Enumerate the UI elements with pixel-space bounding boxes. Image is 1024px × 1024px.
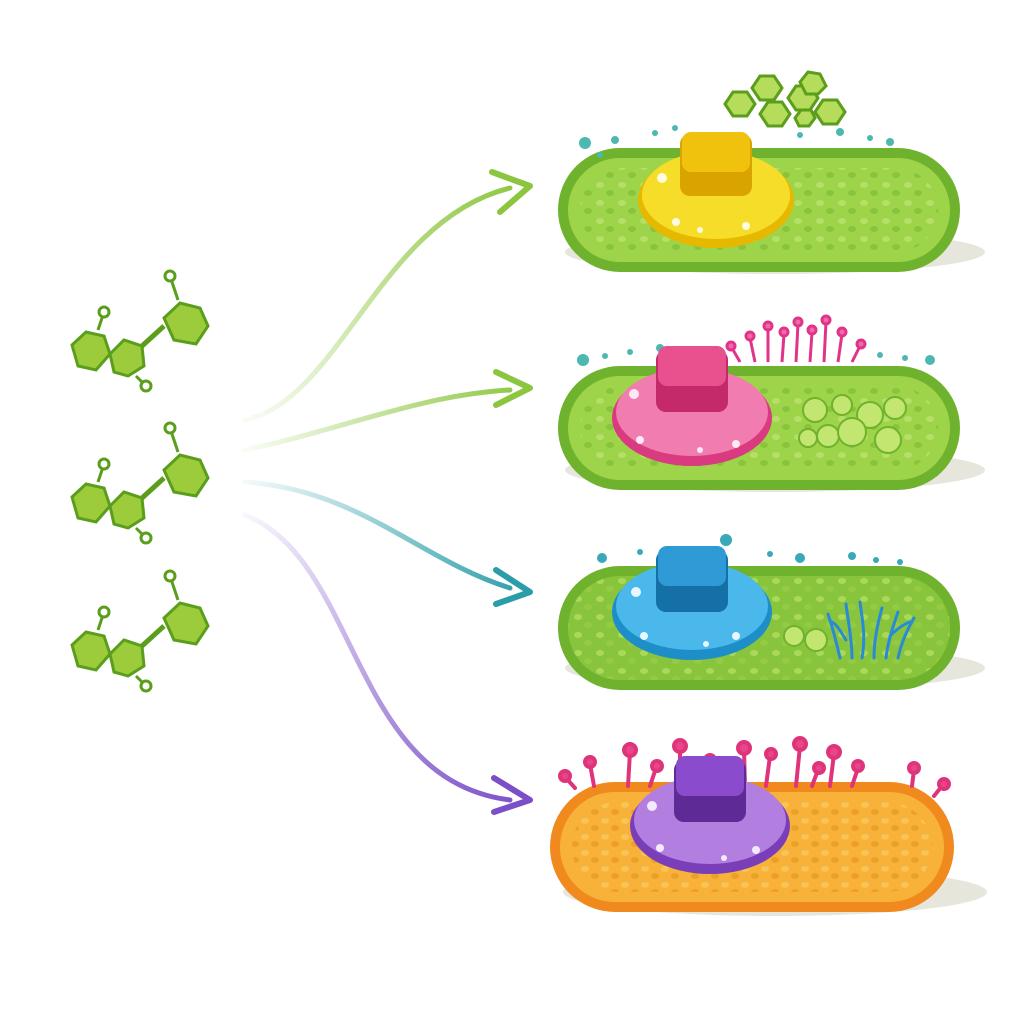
green-vesicles — [783, 625, 828, 652]
green-vesicles — [798, 394, 907, 454]
blue-fibers — [826, 600, 916, 660]
receptor-purple — [630, 756, 790, 874]
molecule-2 — [70, 421, 210, 545]
molecule-3 — [70, 569, 210, 693]
arrow-to-cell-blue — [242, 479, 533, 607]
arrow-to-cell-pink — [242, 369, 533, 453]
receptor-yellow — [638, 132, 794, 248]
receptor-pink — [612, 346, 772, 466]
receptor-blue — [612, 546, 772, 660]
arrow-to-cell-yellow — [242, 169, 533, 423]
cell-pink-receptor — [558, 314, 985, 492]
cell-blue-receptor — [558, 534, 985, 690]
green-hexagon-cluster — [723, 70, 847, 128]
cell-yellow-receptor — [558, 70, 985, 274]
surface-particles — [577, 344, 935, 366]
arrow-to-cell-purple — [242, 512, 533, 815]
surface-particles — [579, 125, 894, 158]
pink-sprouts — [725, 314, 867, 363]
molecule-1 — [70, 269, 210, 393]
surface-particles — [597, 534, 903, 565]
cell-purple-receptor — [550, 736, 987, 916]
